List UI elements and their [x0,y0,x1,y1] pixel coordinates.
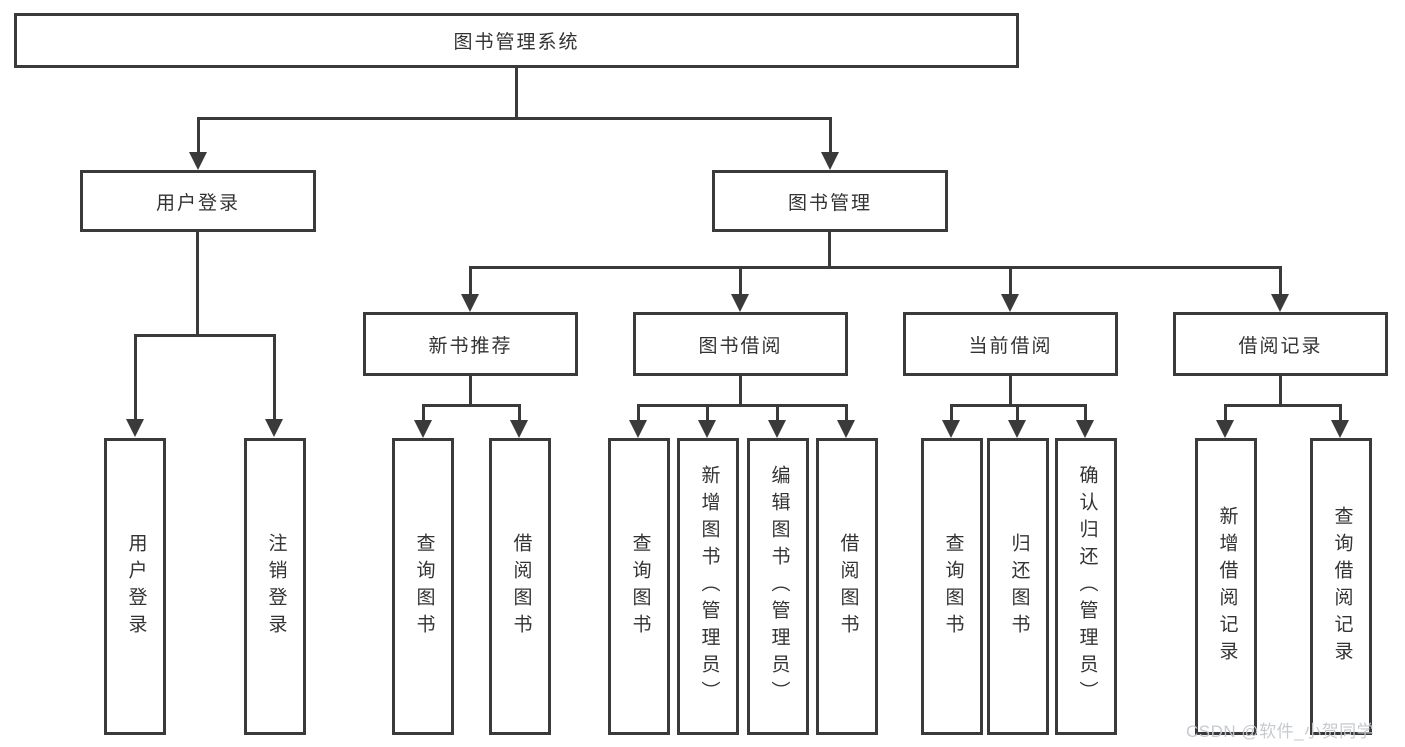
node-book-borrow-label: 图书借阅 [698,335,783,357]
node-borrow-record-label: 借阅记录 [1238,335,1323,357]
node-user-login: 用户登录 [80,170,316,232]
csdn-watermark: CSDN @软件_小贺同学 [1186,722,1375,741]
connector [1339,404,1342,422]
connector [739,376,742,407]
arrowhead-icon [1271,294,1289,312]
leaf-borrow-books-1: 借阅图书 [489,438,551,735]
connector [776,404,779,422]
connector [1279,376,1282,407]
arrowhead-icon [189,152,207,170]
connector [1009,266,1012,295]
connector [422,404,521,407]
node-new-book-recommend: 新书推荐 [363,312,578,376]
connector [1224,404,1342,407]
connector [134,334,137,420]
leaf-borrow-books-2: 借阅图书 [816,438,878,735]
connector [829,117,832,153]
arrowhead-icon [126,419,144,437]
connector [637,404,640,422]
connector [197,117,831,120]
node-book-borrow: 图书借阅 [633,312,848,376]
leaf-borrow-books-1-label: 借阅图书 [510,532,532,641]
node-root-label: 图书管理系统 [453,32,580,53]
leaf-user-login: 用户登录 [104,438,166,735]
connector [134,334,276,337]
leaf-query-borrow-record: 查询借阅记录 [1310,438,1372,735]
leaf-query-books-3-label: 查询图书 [942,532,964,641]
leaf-edit-book-admin: 编辑图书（管理员） [747,438,809,735]
connector [1224,404,1227,422]
connector [469,376,472,407]
connector [845,404,848,422]
node-root: 图书管理系统 [14,13,1019,68]
connector [828,232,831,267]
connector [515,68,518,118]
leaf-add-book-admin: 新增图书（管理员） [677,438,739,735]
leaf-query-borrow-record-label: 查询借阅记录 [1331,505,1353,668]
arrowhead-icon [837,420,855,438]
arrowhead-icon [1216,420,1234,438]
arrowhead-icon [629,420,647,438]
connector [469,266,472,295]
connector [422,404,425,422]
arrowhead-icon [510,420,528,438]
arrowhead-icon [731,294,749,312]
connector [197,117,200,153]
connector [1084,404,1087,422]
arrowhead-icon [768,420,786,438]
leaf-confirm-return-admin: 确认归还（管理员） [1055,438,1117,735]
connector [1016,404,1019,422]
leaf-query-books-3: 查询图书 [921,438,983,735]
leaf-return-books-label: 归还图书 [1008,532,1030,641]
leaf-query-books-2: 查询图书 [608,438,670,735]
arrowhead-icon [1331,420,1349,438]
connector [1279,266,1282,295]
connector [273,334,276,420]
leaf-logout-login-label: 注销登录 [265,532,287,641]
leaf-add-borrow-record: 新增借阅记录 [1195,438,1257,735]
connector [706,404,709,422]
connector [950,404,953,422]
leaf-query-books-1: 查询图书 [392,438,454,735]
leaf-add-book-admin-label: 新增图书（管理员） [698,465,720,708]
node-current-borrow: 当前借阅 [903,312,1118,376]
arrowhead-icon [821,152,839,170]
arrowhead-icon [461,294,479,312]
arrowhead-icon [1076,420,1094,438]
leaf-user-login-label: 用户登录 [125,532,147,641]
connector [518,404,521,422]
connector [637,404,848,407]
leaf-add-borrow-record-label: 新增借阅记录 [1216,505,1238,668]
leaf-return-books: 归还图书 [987,438,1049,735]
leaf-borrow-books-2-label: 借阅图书 [837,532,859,641]
connector [196,232,199,335]
node-user-login-label: 用户登录 [155,192,240,214]
arrowhead-icon [1008,420,1026,438]
arrowhead-icon [1001,294,1019,312]
arrowhead-icon [698,420,716,438]
node-borrow-record: 借阅记录 [1173,312,1388,376]
arrowhead-icon [942,420,960,438]
node-book-management-label: 图书管理 [787,192,872,214]
leaf-confirm-return-admin-label: 确认归还（管理员） [1076,465,1098,708]
leaf-edit-book-admin-label: 编辑图书（管理员） [768,465,790,708]
connector [469,266,1281,269]
arrowhead-icon [265,419,283,437]
arrowhead-icon [414,420,432,438]
connector [1009,376,1012,407]
leaf-query-books-1-label: 查询图书 [413,532,435,641]
leaf-logout-login: 注销登录 [244,438,306,735]
node-book-management: 图书管理 [712,170,948,232]
node-current-borrow-label: 当前借阅 [968,335,1053,357]
connector [739,266,742,295]
node-new-book-recommend-label: 新书推荐 [428,335,513,357]
leaf-query-books-2-label: 查询图书 [629,532,651,641]
